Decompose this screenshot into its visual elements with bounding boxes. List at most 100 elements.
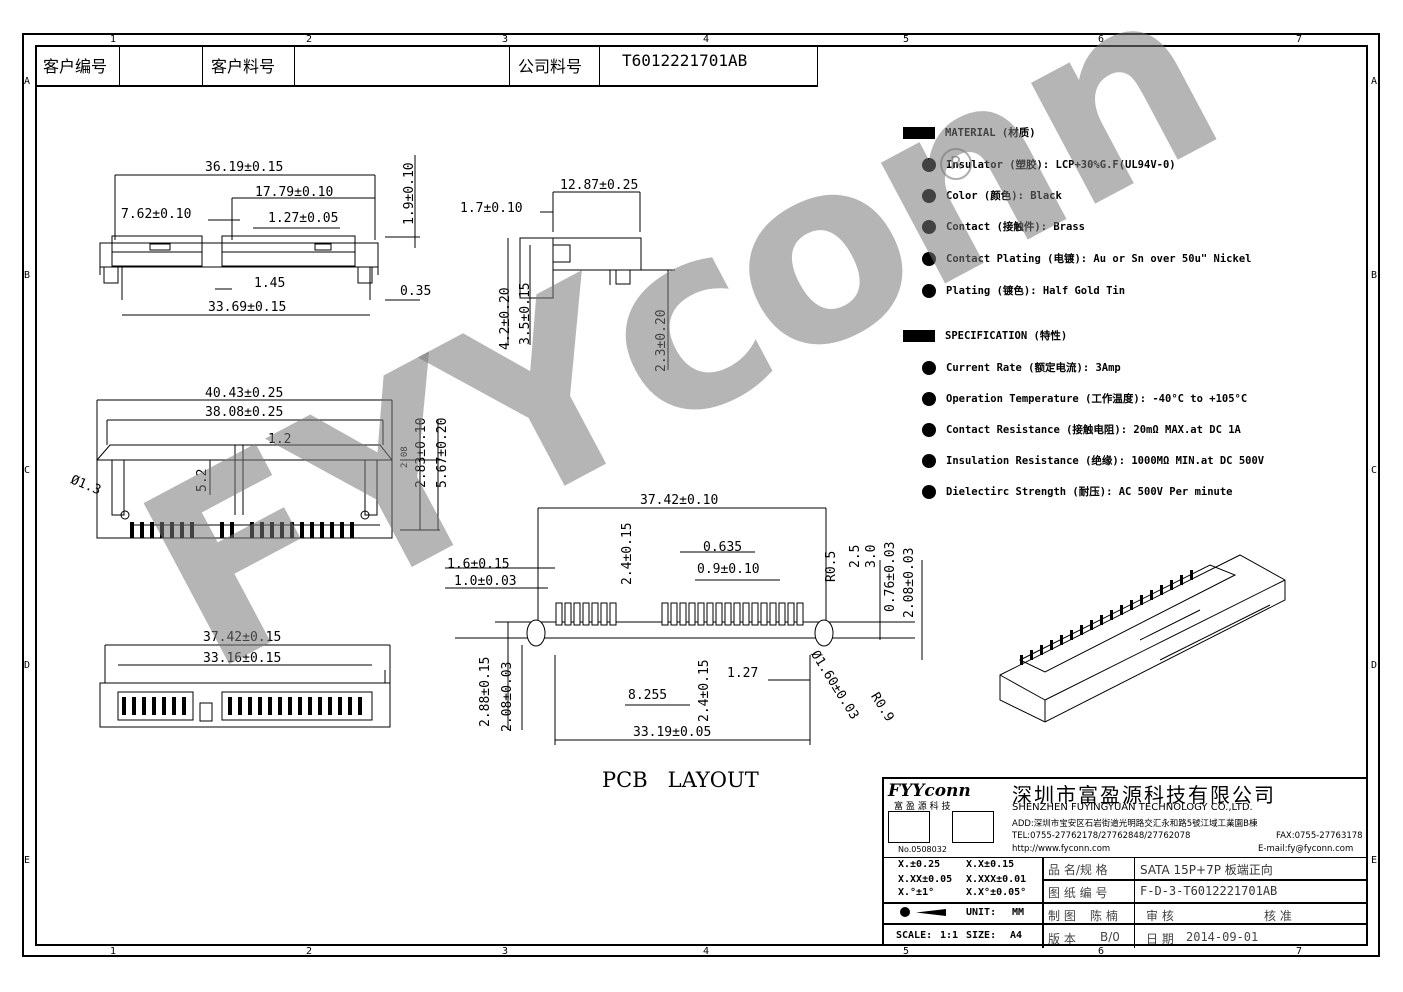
tolerance-5: X.°±1° <box>898 887 935 898</box>
company-tel: TEL:0755-27762178/27762848/27762078 <box>1012 831 1191 841</box>
tolerance-4: X.XXX±0.01 <box>966 874 1027 885</box>
grid-row-d-right: D <box>1371 660 1378 671</box>
dim-pcb-0-9: 0.9±0.10 <box>697 562 760 577</box>
dim-pcb-33-19: 33.19±0.05 <box>633 725 712 740</box>
grid-col-7-bottom: 7 <box>1296 946 1303 957</box>
company-web: http://www.fyconn.com <box>1012 844 1111 854</box>
material-plating: Plating (镀色): Half Gold Tin <box>922 283 1125 298</box>
bullet-icon <box>922 392 936 406</box>
grid-col-5-bottom: 5 <box>903 946 910 957</box>
registered-mark-icon: R <box>940 148 972 180</box>
dim-pcb-3-0: 3.0 <box>864 544 879 568</box>
grid-col-4-bottom: 4 <box>703 946 710 957</box>
grid-col-2-top: 2 <box>306 34 313 45</box>
dim-pcb-2-08-right: 2.08±0.03 <box>902 547 917 618</box>
bullet-icon <box>922 284 936 298</box>
material-contact: Contact (接触件): Brass <box>922 219 1085 234</box>
tolerance-1: X.±0.25 <box>898 859 941 870</box>
company-part-label: 公司料号 <box>510 45 600 85</box>
dim-top-33-69: 33.69±0.15 <box>208 300 287 315</box>
grid-col-4-top: 4 <box>703 34 710 45</box>
approved-by-label: 核 准 <box>1264 909 1292 923</box>
pcb-layout-label: PCB LAYOUT <box>602 768 759 792</box>
grid-col-1-bottom: 1 <box>110 946 117 957</box>
company-name-en: SHENZHEN FUYINGYUAN TECHNOLOGY CO.,LTD. <box>1012 802 1253 813</box>
top-view <box>99 155 420 316</box>
tb-divider-h5 <box>1042 923 1366 925</box>
part-number-header: 客户编号 客户料号 公司料号 T6012221701AB <box>35 45 818 87</box>
grid-row-c-left: C <box>24 465 31 476</box>
dim-pcb-1-27: 1.27 <box>727 666 759 681</box>
projection-symbol-icon <box>900 907 910 917</box>
size-value: A4 <box>1010 930 1023 941</box>
material-contact-plating: Contact Plating (电镀): Au or Sn over 50u"… <box>922 251 1251 266</box>
bullet-icon <box>922 485 936 499</box>
dim-top-1-9: 1.9±0.10 <box>402 162 417 225</box>
dim-front-38-08: 38.08±0.25 <box>205 405 284 420</box>
tb-divider-h3 <box>1042 879 1366 881</box>
material-title: MATERIAL (材质) <box>903 125 1036 140</box>
bottom-view <box>99 644 391 728</box>
drawn-by-value: 陈 楠 <box>1090 909 1118 923</box>
connector-pins <box>122 522 1193 715</box>
bullet-icon <box>922 423 936 437</box>
customer-part-value <box>295 45 510 85</box>
bullet-icon <box>922 361 936 375</box>
dim-pcb-r0-5: R0.5 <box>824 550 839 582</box>
grid-col-6-bottom: 6 <box>1098 946 1105 957</box>
grid-col-2-bottom: 2 <box>306 946 313 957</box>
material-bar-icon <box>903 127 935 139</box>
dim-pcb-8-255: 8.255 <box>628 688 668 703</box>
dim-top-0-35: 0.35 <box>400 284 432 299</box>
dim-pcb-0-76: 0.76±0.03 <box>883 541 898 612</box>
material-color: Color (颜色): Black <box>922 188 1062 203</box>
material-insulator: Insulator (塑胶): LCP+30%G.F(UL94V-0) <box>922 157 1176 172</box>
date-label: 日 期 <box>1146 932 1174 946</box>
dim-pcb-2-08-left: 2.08±0.03 <box>500 661 515 732</box>
grid-row-d-left: D <box>24 660 31 671</box>
product-name-label: 品 名/规 格 <box>1048 863 1108 877</box>
grid-row-a-right: A <box>1371 76 1378 87</box>
checked-by-label: 审 核 <box>1146 909 1174 923</box>
side-view <box>507 191 675 370</box>
pcb-pads <box>526 602 834 647</box>
grid-col-3-top: 3 <box>502 34 509 45</box>
iso-cert-icon <box>888 811 930 843</box>
company-fax: FAX:0755-27763178 <box>1276 831 1363 841</box>
unit-value: MM <box>1012 907 1025 918</box>
unit-label: UNIT: <box>966 907 997 918</box>
scale-label: SCALE: <box>896 930 933 941</box>
product-name-value: SATA 15P+7P 板端正向 <box>1140 863 1273 877</box>
tb-divider-h4 <box>1042 902 1366 904</box>
dim-pcb-0-635: 0.635 <box>703 540 743 555</box>
dim-top-1-45: 1.45 <box>254 276 286 291</box>
dim-top-1-27: 1.27±0.05 <box>268 211 339 226</box>
dim-pcb-2-4-bottom: 2.4±0.15 <box>697 659 712 722</box>
grid-col-1-top: 1 <box>110 34 117 45</box>
customer-part-label: 客户料号 <box>203 45 295 85</box>
grid-row-b-right: B <box>1371 270 1378 281</box>
date-value: 2014-09-01 <box>1186 930 1259 944</box>
grid-col-6-top: 6 <box>1098 34 1105 45</box>
grid-row-e-left: E <box>24 855 31 866</box>
spec-insulation-resistance: Insulation Resistance (绝缘): 1000MΩ MIN.a… <box>922 453 1264 468</box>
grid-col-5-top: 5 <box>903 34 910 45</box>
drawing-number-label: 图 纸 编 号 <box>1048 886 1108 900</box>
grid-row-e-right: E <box>1371 855 1378 866</box>
dim-top-17-79: 17.79±0.10 <box>255 185 334 200</box>
ukas-cert-icon <box>952 811 994 843</box>
spec-contact-resistance: Contact Resistance (接触电阻): 20mΩ MAX.at D… <box>922 422 1241 437</box>
dim-top-36-19: 36.19±0.15 <box>205 160 284 175</box>
revision-value: B/0 <box>1100 930 1120 944</box>
grid-row-c-right: C <box>1371 465 1378 476</box>
grid-col-3-bottom: 3 <box>502 946 509 957</box>
bullet-icon <box>922 189 936 203</box>
bullet-icon <box>922 158 936 172</box>
size-label: SIZE: <box>966 930 997 941</box>
tolerance-3: X.XX±0.05 <box>898 874 953 885</box>
tolerance-6: X.X°±0.05° <box>966 887 1027 898</box>
dim-pcb-1-6: 1.6±0.15 <box>447 557 510 572</box>
dim-side-1-7: 1.7±0.10 <box>460 201 523 216</box>
bullet-icon <box>922 454 936 468</box>
